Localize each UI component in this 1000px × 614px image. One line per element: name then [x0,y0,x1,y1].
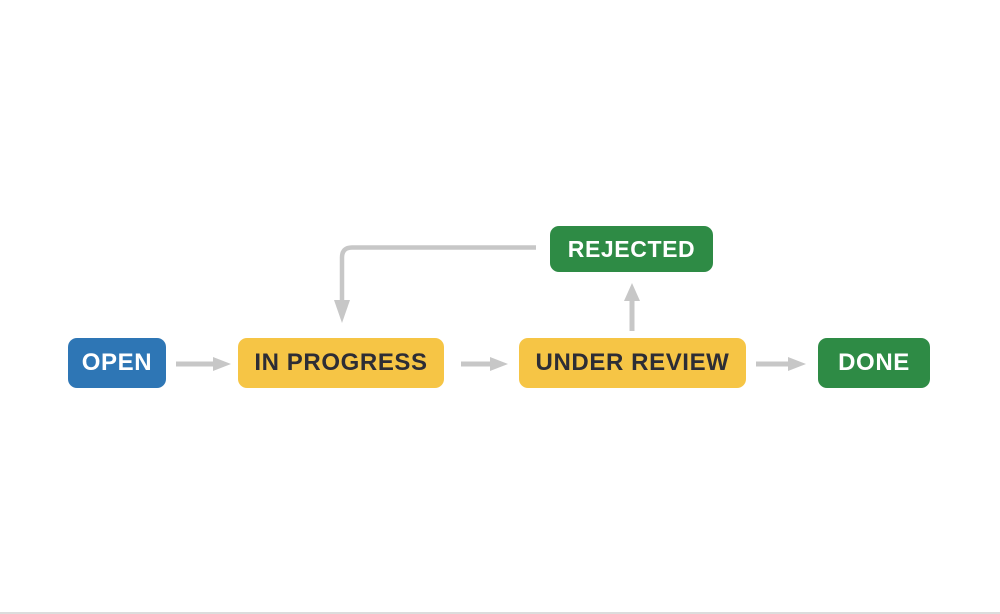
state-done: DONE [818,338,930,388]
state-in-progress: IN PROGRESS [238,338,444,388]
arrow-head-right-icon [788,357,806,371]
state-in-progress-label: IN PROGRESS [254,349,428,376]
arrow-head-up-icon [624,283,640,301]
arrow-elbow-shaft [339,245,536,301]
bottom-divider [0,612,1000,614]
arrow-shaft [176,361,213,367]
arrow-head-down-icon [334,300,350,323]
state-rejected: REJECTED [550,226,713,272]
arrow-open-to-in-progress [176,357,231,371]
state-under-review: UNDER REVIEW [519,338,746,388]
arrow-shaft [629,299,635,331]
state-open-label: OPEN [81,349,153,376]
state-done-label: DONE [838,349,910,376]
arrow-shaft [461,361,490,367]
arrow-shaft [756,361,788,367]
arrow-head-right-icon [490,357,508,371]
arrow-in-progress-to-under-review [461,357,508,371]
state-under-review-label: UNDER REVIEW [535,349,730,376]
arrow-rejected-to-in-progress [334,245,536,323]
arrow-head-right-icon [213,357,231,371]
arrow-under-review-to-done [756,357,806,371]
state-open: OPEN [68,338,166,388]
state-rejected-label: REJECTED [567,235,696,262]
arrow-under-review-to-rejected [624,283,640,331]
